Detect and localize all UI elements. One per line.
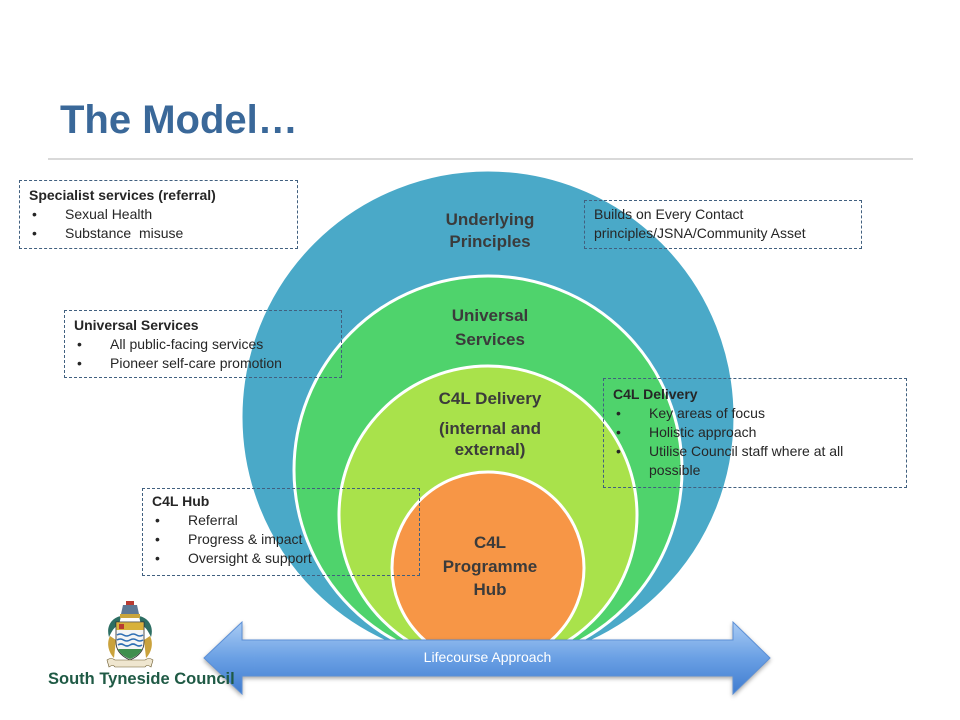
crest-top-figure (126, 601, 134, 606)
bullet-text: Oversight & support (188, 550, 312, 566)
lifecourse-approach-label: Lifecourse Approach (423, 649, 552, 665)
ring-label-underlying-principles: Underlying Principles (390, 209, 590, 253)
callout-bullet: All public-facing services (74, 335, 333, 354)
crest-shield-charge (119, 624, 124, 629)
callout-bullet: Referral (152, 511, 411, 530)
callout-bullet: Utilise Council staff where at all possi… (613, 442, 886, 480)
bullet-text: Sexual Health (65, 206, 153, 222)
ring-label-line: Services (455, 330, 525, 349)
ring-label-c4l-programme-hub: C4L Programme Hub (390, 531, 590, 602)
callout-text-line: Builds on Every Contact (594, 206, 744, 222)
callout-heading: C4L Delivery (613, 386, 698, 402)
crest-helm (121, 605, 139, 614)
callout-heading: Specialist services (referral) (29, 187, 216, 203)
crest-supporter-right (144, 636, 152, 658)
ring-label-line: C4L (473, 533, 507, 552)
council-name: South Tyneside Council (48, 670, 235, 688)
callout-text-line: principles/JSNA/Community Asset (594, 225, 806, 241)
crest-supporter-left (108, 636, 116, 658)
crest-wreath (120, 614, 140, 618)
double-arrow-shape (203, 620, 771, 696)
ring-label-universal-services: Universal Services (390, 304, 590, 352)
bullet-text: Key areas of focus (649, 405, 765, 421)
callout-bullet: Key areas of focus (613, 404, 886, 423)
callout-bullet-list: Key areas of focus Holistic approach Uti… (613, 404, 886, 480)
callout-bullet-list: Referral Progress & impact Oversight & s… (152, 511, 411, 568)
council-crest-icon (106, 601, 154, 668)
callout-c4l-delivery: C4L Delivery Key areas of focus Holistic… (603, 378, 907, 488)
crest-motto-scroll (106, 658, 154, 668)
crest-mantling-left (108, 616, 121, 637)
callout-builds-on: Builds on Every Contact principles/JSNA/… (584, 200, 862, 249)
callout-bullet-list: Sexual Health Substance misuse (29, 205, 289, 243)
bullet-text: Holistic approach (649, 424, 757, 440)
bullet-text: All public-facing services (110, 336, 264, 352)
callout-bullet: Holistic approach (613, 423, 886, 442)
ring-label-line: Universal (451, 306, 529, 325)
crest-mantling-right (139, 616, 152, 637)
bullet-text: Substance misuse (65, 225, 184, 241)
callout-specialist-services: Specialist services (referral) Sexual He… (19, 180, 298, 249)
slide-title: The Model… (60, 98, 298, 142)
callout-bullet: Pioneer self-care promotion (74, 354, 333, 373)
ring-label-line: Principles (449, 232, 531, 251)
callout-bullet: Oversight & support (152, 549, 411, 568)
ring-label-line: Underlying (445, 210, 535, 229)
crest-shield-base (118, 649, 142, 659)
callout-bullet-list: All public-facing services Pioneer self-… (74, 335, 333, 373)
title-divider (48, 158, 913, 160)
ring-label-c4l-delivery: C4L Delivery (internal and external) (390, 388, 590, 460)
ring-label-line: (internal and (438, 419, 541, 438)
callout-c4l-hub: C4L Hub Referral Progress & impact Overs… (142, 488, 420, 576)
callout-bullet: Sexual Health (29, 205, 289, 224)
callout-heading: C4L Hub (152, 493, 210, 509)
ring-label-line: Hub (473, 580, 507, 599)
ring-label-line: C4L Delivery (438, 389, 542, 408)
bullet-text: Pioneer self-care promotion (110, 355, 282, 371)
bullet-text: Referral (188, 512, 238, 528)
callout-bullet: Substance misuse (29, 224, 289, 243)
ring-label-line: Programme (442, 556, 538, 576)
callout-heading: Universal Services (74, 317, 199, 333)
crest-shield-waves (116, 633, 144, 647)
callout-universal-services: Universal Services All public-facing ser… (64, 310, 342, 378)
bullet-text: Utilise Council staff where at all possi… (649, 443, 848, 478)
bullet-text: Progress & impact (188, 531, 303, 547)
ring-label-line: external) (454, 440, 526, 459)
callout-bullet: Progress & impact (152, 530, 411, 549)
